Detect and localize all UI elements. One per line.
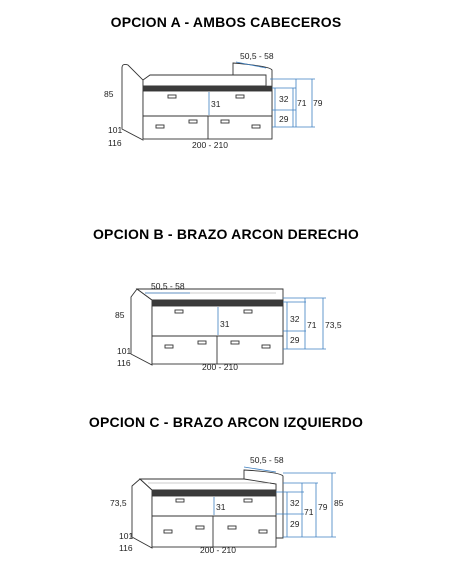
top-rail [151, 489, 277, 497]
lower-height-label: 29 [290, 519, 300, 529]
rail-width-dim [243, 466, 277, 473]
drawer-handle [167, 94, 177, 99]
rail-width-label: 50,5 - 58 [250, 455, 284, 465]
drawer-handle [164, 344, 174, 349]
mattress-top [138, 478, 277, 491]
total-height-label: 79 [313, 98, 323, 108]
drawer-handle [258, 529, 268, 534]
depth-b-label: 116 [117, 358, 131, 368]
option-a-title: OPCION A - AMBOS CABECEROS [110, 14, 342, 30]
drawer-height-label: 31 [211, 99, 221, 109]
drawer-handle [227, 525, 237, 530]
drawer-handle [174, 309, 184, 314]
drawer-handle [197, 340, 207, 345]
bed-height-label: 71 [307, 320, 317, 330]
length-label: 200 - 210 [202, 362, 238, 372]
depth-a-label: 101 [108, 125, 122, 135]
drawer-height-label: 31 [220, 319, 230, 329]
depth-a-label: 101 [117, 346, 131, 356]
rail-width-dim [235, 61, 267, 69]
drawer-handle [230, 340, 240, 345]
drawer-handle [243, 498, 253, 503]
option-c-title: OPCION C - BRAZO ARCON IZQUIERDO [88, 414, 364, 430]
drawer-handle [163, 529, 173, 534]
bed-height-label: 71 [304, 507, 314, 517]
drawer-handle [251, 124, 261, 129]
drawer-handle [243, 309, 253, 314]
drawer-handle [175, 498, 185, 503]
mattress-top [142, 74, 267, 87]
bed-body [151, 305, 284, 365]
headboard-height-label: 73,5 [110, 498, 127, 508]
drawer-handle [235, 94, 245, 99]
upper-height-label: 32 [279, 94, 289, 104]
bed-height-label: 71 [297, 98, 307, 108]
depth-a-label: 101 [119, 531, 133, 541]
upper-height-label: 32 [290, 498, 300, 508]
left-storage-arm [131, 478, 153, 549]
lower-height-label: 29 [279, 114, 289, 124]
headboard-height-label: 85 [104, 89, 114, 99]
lower-height-label: 29 [290, 335, 300, 345]
drawer-handle [261, 344, 271, 349]
length-label: 200 - 210 [192, 140, 228, 150]
length-label: 200 - 210 [200, 545, 236, 555]
headboard-height-label: 85 [115, 310, 125, 320]
total-height-label: 79 [318, 502, 328, 512]
total-height-label: 73,5 [325, 320, 342, 330]
max-height-label: 85 [334, 498, 344, 508]
option-b-title: OPCION B - BRAZO ARCON DERECHO [92, 226, 360, 242]
drawer-handle [188, 119, 198, 124]
depth-b-label: 116 [119, 543, 133, 553]
depth-b-label: 116 [108, 138, 122, 148]
rail-width-label: 50,5 - 58 [151, 281, 185, 291]
drawer-handle [220, 119, 230, 124]
upper-height-label: 32 [290, 314, 300, 324]
drawer-handle [155, 124, 165, 129]
bed-body [142, 90, 273, 140]
drawer-handle [195, 525, 205, 530]
drawer-height-label: 31 [216, 502, 226, 512]
rail-width-label: 50,5 - 58 [240, 51, 274, 61]
